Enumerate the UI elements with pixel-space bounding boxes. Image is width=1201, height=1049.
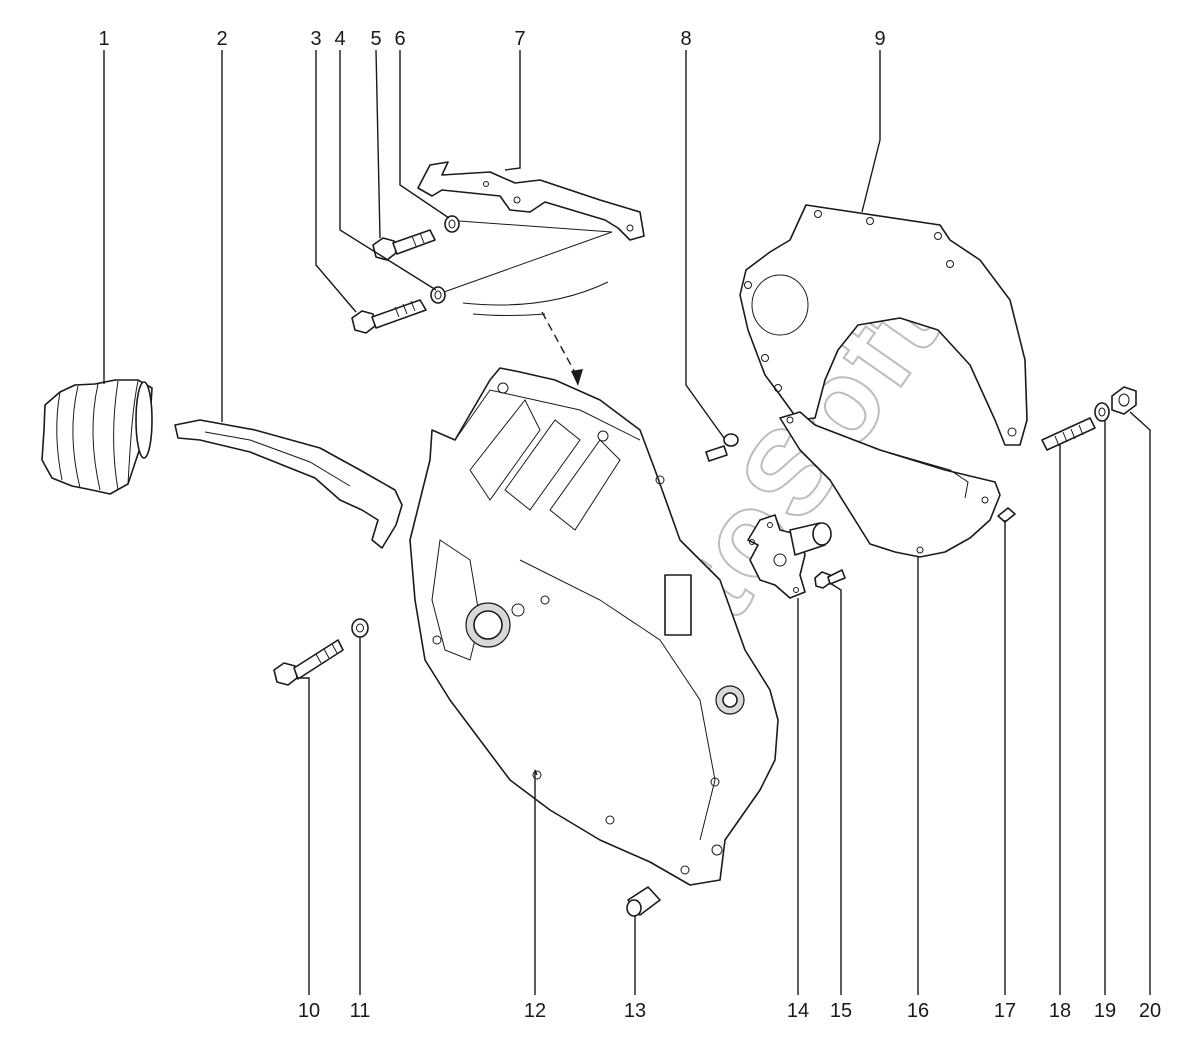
callout-16: 16 — [907, 1000, 929, 1022]
callout-11: 11 — [350, 1000, 371, 1022]
callout-14: 14 — [787, 1000, 809, 1022]
part-5-bolt — [372, 229, 436, 261]
part-11-washer — [351, 618, 369, 638]
callout-8: 8 — [680, 28, 691, 50]
part-14-guide — [747, 514, 832, 599]
callout-19: 19 — [1094, 1000, 1116, 1022]
part-1-boot — [41, 379, 153, 495]
callout-5: 5 — [370, 28, 381, 50]
part-17-bolt — [997, 507, 1016, 523]
part-16-gasket — [779, 411, 1001, 558]
assembly-arrowhead — [571, 369, 583, 386]
callout-4: 4 — [334, 28, 345, 50]
callout-10: 10 — [298, 1000, 320, 1022]
part-7-bracket — [417, 161, 645, 241]
callout-6: 6 — [394, 28, 405, 50]
callout-7: 7 — [514, 28, 525, 50]
part-6-washer — [444, 215, 460, 233]
part-9-cover-plate — [739, 204, 1028, 446]
callout-15: 15 — [830, 1000, 852, 1022]
callout-2: 2 — [216, 28, 227, 50]
assembly-thin-line-a — [443, 231, 613, 293]
callout-17: 17 — [994, 1000, 1016, 1022]
callout-9: 9 — [874, 28, 885, 50]
part-20-nut — [1111, 386, 1137, 415]
callout-3: 3 — [310, 28, 321, 50]
callout-12: 12 — [524, 1000, 546, 1022]
callout-18: 18 — [1049, 1000, 1071, 1022]
part-19-washer — [1094, 402, 1110, 422]
part-18-stud — [1041, 417, 1096, 451]
part-2-clutch-fork — [174, 419, 403, 549]
assembly-arc-lower — [472, 313, 546, 316]
leader-lines — [103, 49, 1151, 995]
assembly-arrow-path — [541, 311, 579, 379]
callout-13: 13 — [624, 1000, 646, 1022]
part-12-housing — [409, 367, 779, 886]
part-8-plug — [705, 433, 739, 462]
callout-20: 20 — [1139, 1000, 1161, 1022]
assembly-thin-line-b — [458, 220, 613, 233]
part-4-washer — [430, 286, 446, 304]
assembly-arc-upper — [462, 281, 609, 306]
part-13-dowel — [626, 886, 661, 917]
part-3-bolt — [351, 299, 427, 334]
callout-1: 1 — [98, 28, 109, 50]
part-15-screw — [814, 569, 846, 589]
